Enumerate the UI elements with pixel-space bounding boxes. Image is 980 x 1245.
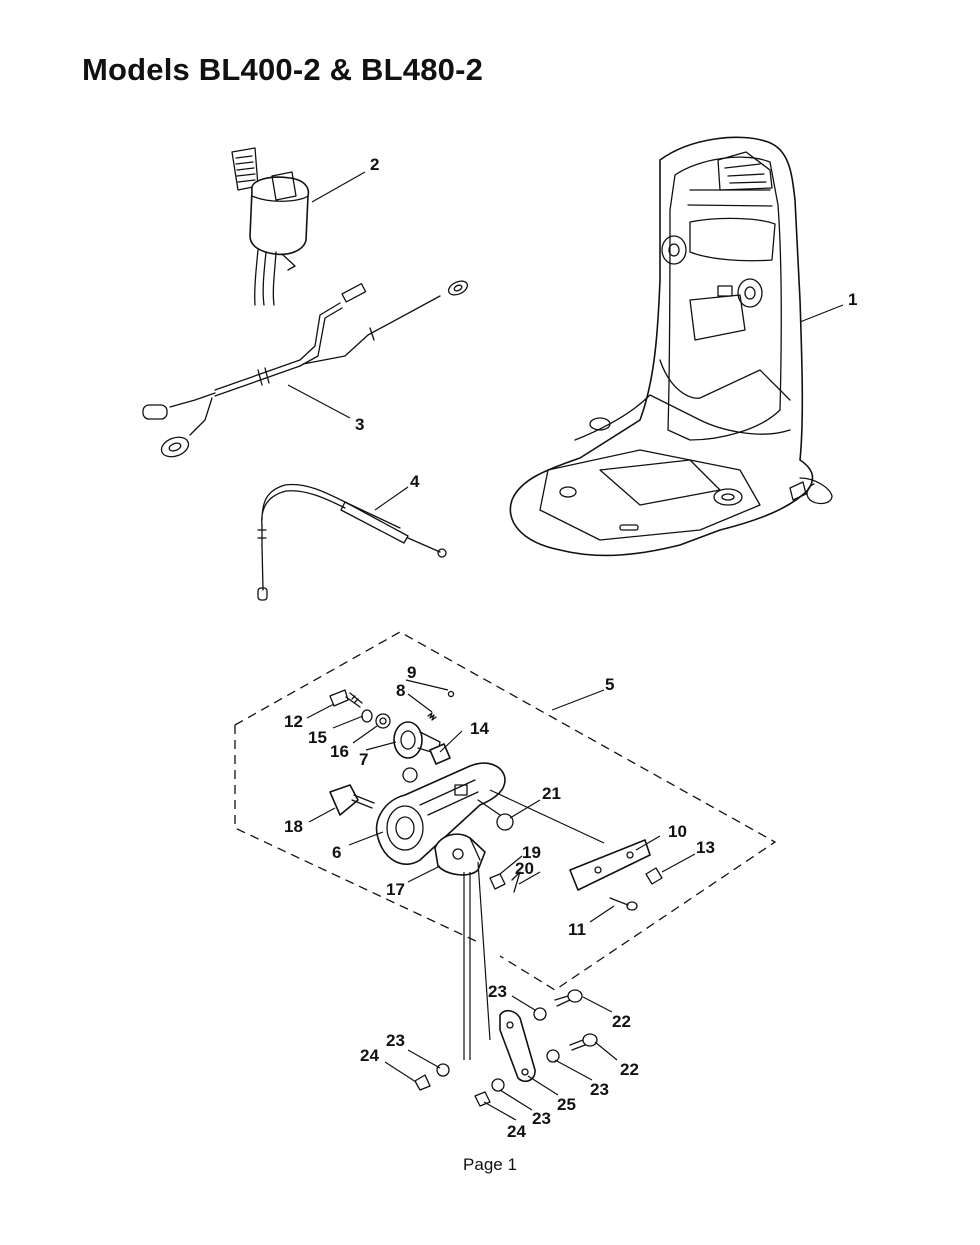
callout-8: 8 [396, 681, 405, 700]
part-switch [231, 147, 310, 306]
page-title: Models BL400-2 & BL480-2 [82, 52, 484, 87]
callout-14: 14 [470, 719, 489, 738]
callout-labels: 1 2 3 4 5 9 8 12 15 16 7 14 21 18 6 10 1… [284, 155, 857, 1141]
callout-5: 5 [605, 675, 614, 694]
callout-19: 19 [522, 843, 541, 862]
callout-25: 25 [557, 1095, 576, 1114]
callout-22-b: 22 [620, 1060, 639, 1079]
callout-12: 12 [284, 712, 303, 731]
callout-7: 7 [359, 750, 368, 769]
part-control-assembly [329, 689, 663, 1060]
part-lower-bracket [414, 989, 598, 1107]
callout-23-d: 23 [532, 1109, 551, 1128]
callout-6: 6 [332, 843, 341, 862]
callout-11: 11 [568, 920, 586, 939]
callout-4: 4 [410, 472, 420, 491]
callout-9: 9 [407, 663, 416, 682]
part-wire-harness [142, 280, 469, 458]
part-backpack-frame [509, 136, 833, 557]
callout-24-b: 24 [507, 1122, 526, 1141]
callout-21: 21 [542, 784, 561, 803]
callout-23-a: 23 [488, 982, 507, 1001]
callout-10: 10 [668, 822, 687, 841]
callout-22-a: 22 [612, 1012, 631, 1031]
page-footer: Page 1 [463, 1155, 517, 1174]
callout-16: 16 [330, 742, 349, 761]
part-throttle-cable [257, 483, 447, 601]
callout-20: 20 [515, 859, 534, 878]
callout-23-c: 23 [590, 1080, 609, 1099]
callout-18: 18 [284, 817, 303, 836]
callout-15: 15 [308, 728, 327, 747]
callout-1: 1 [848, 290, 857, 309]
callout-24-a: 24 [360, 1046, 379, 1065]
callout-23-b: 23 [386, 1031, 405, 1050]
callout-13: 13 [696, 838, 715, 857]
callout-17: 17 [386, 880, 405, 899]
assembly-boundary-5 [234, 631, 777, 991]
callout-3: 3 [355, 415, 364, 434]
callout-2: 2 [370, 155, 379, 174]
leader-lines [287, 171, 844, 1121]
